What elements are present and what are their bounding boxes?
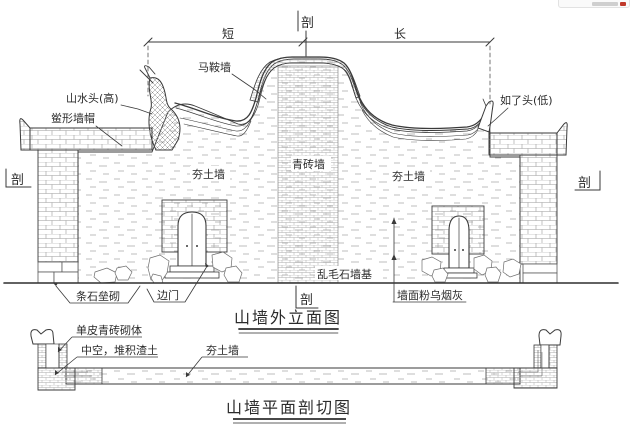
label-cicada-head: 如了头(低) — [500, 93, 553, 107]
right-side-door — [431, 205, 485, 279]
section-mark-bottom: 剖 — [295, 285, 319, 309]
elevation-labels: 马鞍墙 山水头(高) 鲎形墙帽 如了头(低) 夯土墙 青砖墙 夯土墙 条石垒砌 — [51, 60, 553, 304]
section-mark-right: 剖 — [574, 170, 601, 191]
left-side-door — [161, 199, 228, 279]
watermark-badge — [558, 0, 630, 8]
elevation-title-block: 山墙外立面图 — [234, 308, 342, 334]
label-smoke-plaster: 墙面粉乌烟灰 — [397, 288, 463, 302]
watermark-smudge — [592, 2, 618, 6]
label-rammed-left: 夯土墙 — [192, 167, 225, 181]
right-base-blocks — [522, 263, 558, 284]
plan-wall-strip — [65, 367, 521, 385]
strip-stone-blocks — [37, 261, 79, 284]
left-wall-cap — [19, 118, 153, 151]
plan-title-block: 山墙平面剖切图 — [226, 398, 352, 424]
elevation-view: 短 长 剖 剖 剖 剖 马鞍墙 — [3, 10, 619, 334]
plan-left-return — [30, 329, 92, 391]
section-mark-left: 剖 — [5, 168, 32, 188]
left-pier — [37, 149, 79, 284]
section-mark-right-label: 剖 — [578, 176, 591, 191]
label-single-brick: 单皮青砖砌体 — [76, 323, 142, 337]
dim-short-label: 短 — [222, 27, 234, 41]
elevation-title: 山墙外立面图 — [234, 308, 342, 327]
cicada-head-ornament — [477, 98, 494, 133]
label-saddle-wall: 马鞍墙 — [198, 60, 231, 74]
plan-right-return — [513, 329, 562, 389]
right-wall-cap — [488, 122, 568, 156]
plan-title: 山墙平面剖切图 — [226, 398, 352, 417]
plan-view: 单皮青砖砌体 中空，堆积渣土 夯土墙 山墙平面剖切图 — [30, 323, 562, 424]
label-hou-cap: 鲎形墙帽 — [51, 111, 95, 125]
label-strip-stone: 条石垒砌 — [76, 289, 120, 303]
saddle-curve-lines — [174, 56, 488, 141]
section-mark-top-label: 剖 — [301, 16, 314, 31]
label-plan-rammed: 夯土墙 — [206, 343, 239, 357]
plan-labels: 单皮青砖砌体 中空，堆积渣土 夯土墙 — [54, 323, 248, 378]
label-hollow-fill: 中空，堆积渣土 — [81, 343, 158, 357]
shanshui-head-ornament — [139, 65, 181, 151]
section-mark-top: 剖 — [297, 10, 314, 57]
label-shanshui-head: 山水头(高) — [66, 91, 119, 105]
right-pier — [519, 154, 558, 284]
label-rammed-right: 夯土墙 — [392, 169, 425, 183]
label-rubble-base: 乱毛石墙基 — [317, 267, 372, 281]
watermark-red-icon — [620, 2, 626, 6]
dim-long-label: 长 — [394, 27, 406, 41]
rubble-stones — [93, 251, 522, 284]
label-brick-wall: 青砖墙 — [292, 157, 325, 171]
section-mark-bottom-label: 剖 — [300, 293, 313, 308]
section-mark-left-label: 剖 — [11, 173, 24, 188]
brick-wall-strip — [277, 65, 339, 284]
label-side-door: 边门 — [157, 288, 179, 302]
